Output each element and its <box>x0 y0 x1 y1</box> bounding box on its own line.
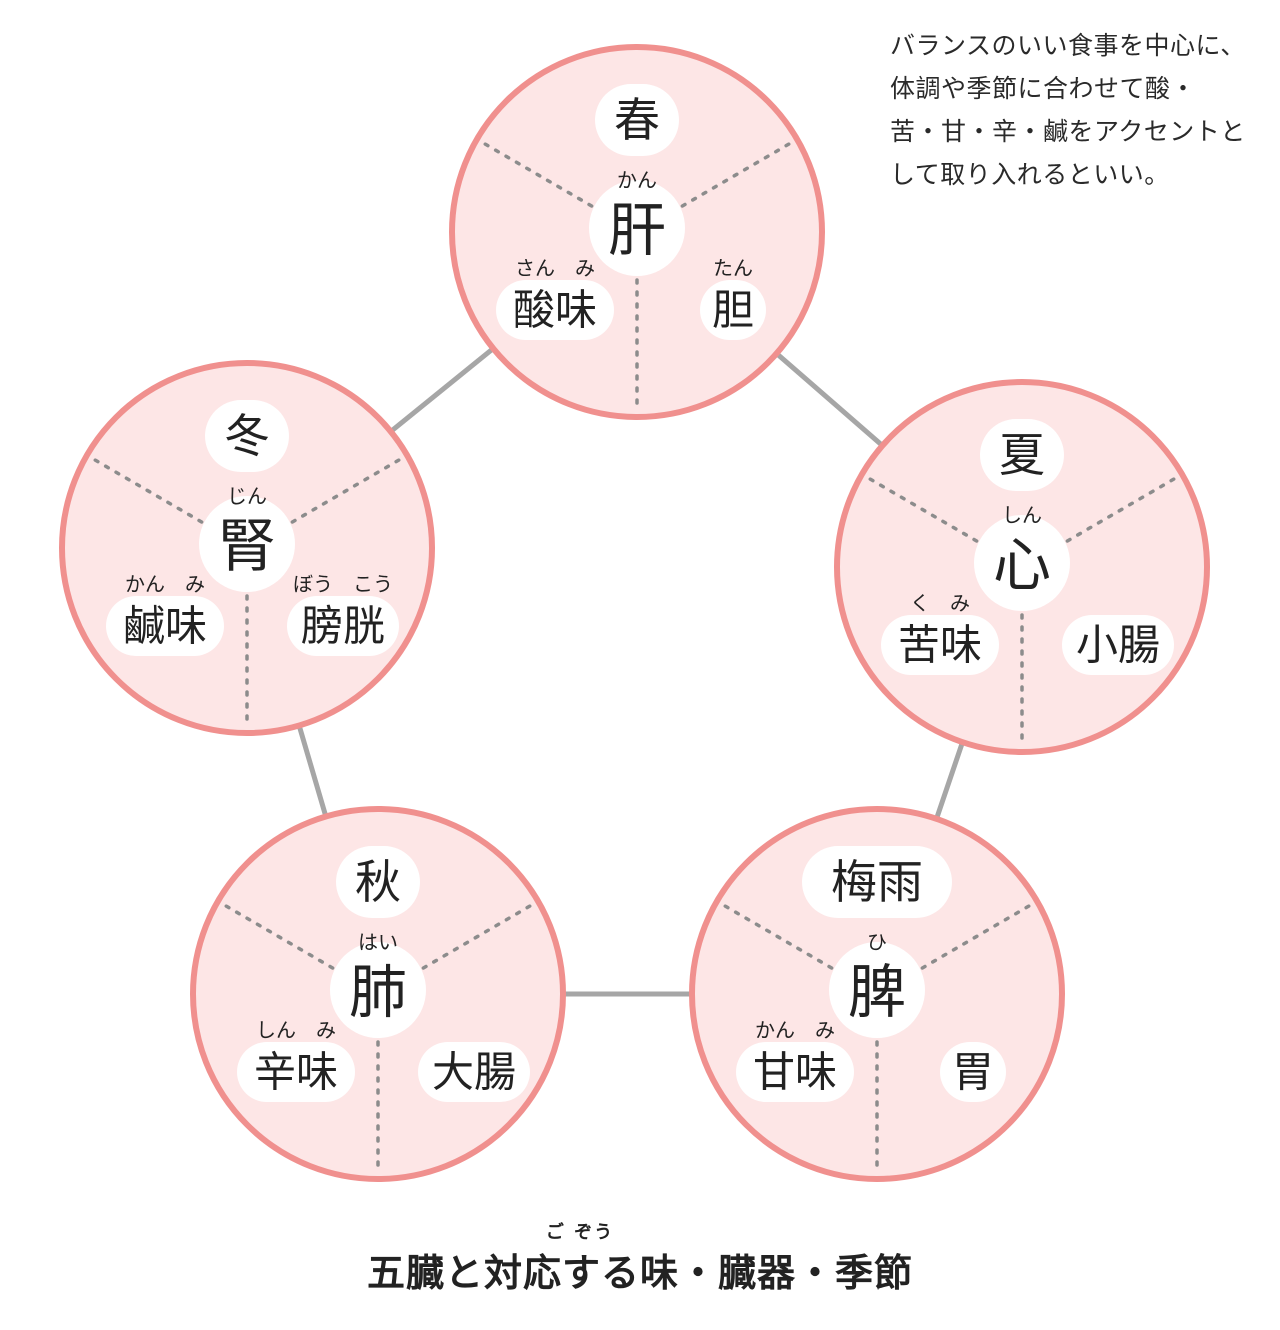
taste-label: 苦味 <box>898 621 982 670</box>
season-label-background <box>595 84 679 156</box>
viscera-label: 膀胱 <box>301 602 385 651</box>
taste-ruby: かん み <box>755 1018 835 1042</box>
divider-dotted-line <box>280 458 401 530</box>
divider-dotted-line <box>1055 477 1176 549</box>
caption-ruby: ご ぞう <box>545 1222 615 1243</box>
season-label-background <box>980 419 1064 491</box>
taste-label: 辛味 <box>254 1048 338 1097</box>
organ-label: 脾 <box>848 958 906 1026</box>
taste-label: 酸味 <box>513 286 597 335</box>
season-label: 冬 <box>224 409 270 463</box>
viscera-label: 大腸 <box>432 1048 516 1097</box>
organ-ruby: かん <box>617 168 657 192</box>
taste-label-background <box>881 615 999 675</box>
organ-label-background <box>974 515 1070 611</box>
organ-label-background <box>829 942 925 1038</box>
viscera-ruby: ぼう こう <box>293 572 393 596</box>
organ-label: 心 <box>993 531 1051 599</box>
viscera-label: 胃 <box>952 1048 994 1097</box>
organ-ruby: しん <box>1002 503 1042 527</box>
organ-ruby: じん <box>227 484 267 508</box>
organ-label: 肝 <box>608 196 666 264</box>
organ-label-background <box>199 496 295 592</box>
season-label-background <box>205 400 289 472</box>
divider-dotted-line <box>93 458 214 530</box>
note-line: して取り入れるといい。 <box>890 160 1170 189</box>
note-line: 体調や季節に合わせて酸・ <box>890 74 1197 103</box>
organ-label-background <box>589 180 685 276</box>
diagram-caption: ご ぞう 五臓と対応する味・臓器・季節 <box>0 1218 1280 1297</box>
taste-label: 鹹味 <box>123 602 207 651</box>
viscera-ruby: たん <box>713 256 753 280</box>
note-line: バランスのいい食事を中心に、 <box>890 31 1246 60</box>
taste-ruby: かん み <box>125 572 205 596</box>
viscera-label-background <box>1062 615 1174 675</box>
divider-dotted-line <box>723 904 844 976</box>
explanation-note: バランスのいい食事を中心に、 体調や季節に合わせて酸・ 苦・甘・辛・鹹をアクセン… <box>890 24 1270 196</box>
divider-dotted-line <box>483 142 604 214</box>
organ-ruby: はい <box>358 930 398 954</box>
organ-label-background <box>330 942 426 1038</box>
organ-ruby: ひ <box>867 930 887 954</box>
viscera-label: 胆 <box>712 286 754 335</box>
divider-dotted-line <box>411 904 532 976</box>
season-label: 梅雨 <box>831 855 923 909</box>
season-label: 春 <box>614 93 660 147</box>
season-label: 夏 <box>999 428 1045 482</box>
viscera-label-background <box>418 1042 530 1102</box>
taste-label-background <box>237 1042 355 1102</box>
divider-dotted-line <box>910 904 1031 976</box>
viscera-label: 小腸 <box>1076 621 1160 670</box>
viscera-label-background <box>940 1042 1006 1102</box>
season-label-background <box>802 846 952 918</box>
taste-ruby: く み <box>910 591 970 615</box>
season-label-background <box>336 846 420 918</box>
organ-label: 腎 <box>218 512 276 580</box>
viscera-label-background <box>287 596 399 656</box>
taste-ruby: さん み <box>515 256 595 280</box>
season-label: 秋 <box>355 855 401 909</box>
divider-dotted-line <box>868 477 989 549</box>
taste-label: 甘味 <box>753 1048 837 1097</box>
viscera-label-background <box>700 280 766 340</box>
note-line: 苦・甘・辛・鹹をアクセントと <box>890 117 1246 146</box>
taste-label-background <box>496 280 614 340</box>
taste-ruby: しん み <box>256 1018 336 1042</box>
divider-dotted-line <box>670 142 791 214</box>
organ-label: 肺 <box>349 958 407 1026</box>
taste-label-background <box>736 1042 854 1102</box>
taste-label-background <box>106 596 224 656</box>
caption-title: 五臓と対応する味・臓器・季節 <box>366 1251 913 1295</box>
divider-dotted-line <box>224 904 345 976</box>
